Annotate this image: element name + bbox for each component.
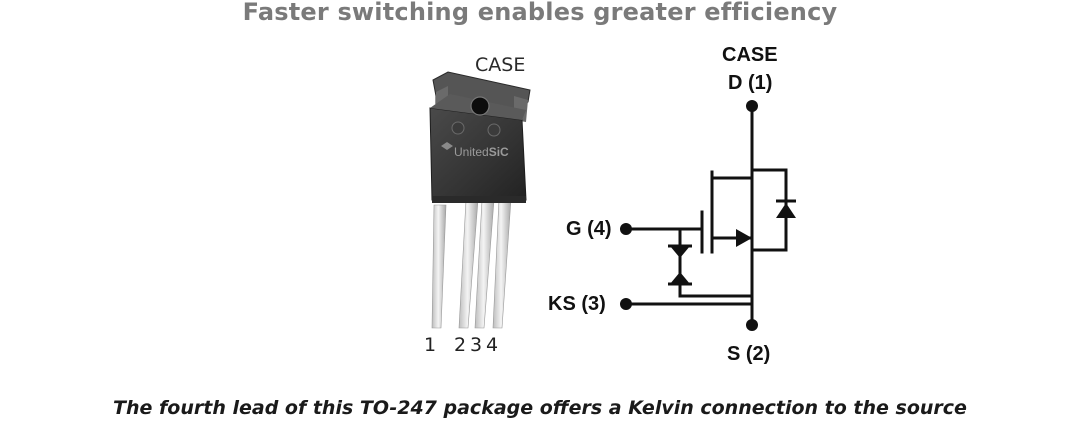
body-diode (776, 199, 796, 218)
pin-number-4: 4 (486, 334, 499, 356)
source-label: S (2) (727, 343, 771, 365)
kelvin-source-terminal (620, 298, 632, 310)
gate-label: G (4) (566, 218, 612, 240)
source-terminal (746, 319, 758, 331)
package-leads (431, 198, 512, 329)
svg-text:UnitedSiC: UnitedSiC (454, 145, 509, 159)
mounting-hole (470, 96, 490, 116)
gate-protection-diodes (668, 244, 692, 286)
figure-caption: The fourth lead of this TO-247 package o… (113, 397, 967, 419)
source-arrow (736, 229, 752, 247)
kelvin-source-label: KS (3) (548, 293, 606, 315)
schematic-case-label: CASE (722, 44, 778, 66)
pin-number-2: 2 (454, 334, 467, 356)
pin-number-3: 3 (470, 334, 483, 356)
package-body (429, 71, 531, 203)
figure-title: Faster switching enables greater efficie… (242, 0, 838, 26)
unitedsic-logo: UnitedSiC (441, 142, 509, 159)
pin-number-1: 1 (424, 334, 437, 356)
drain-label: D (1) (728, 72, 773, 94)
drain-terminal (746, 100, 758, 112)
lead-1 (431, 204, 447, 329)
gate-terminal (620, 223, 632, 235)
package-case-label: CASE (475, 54, 526, 76)
